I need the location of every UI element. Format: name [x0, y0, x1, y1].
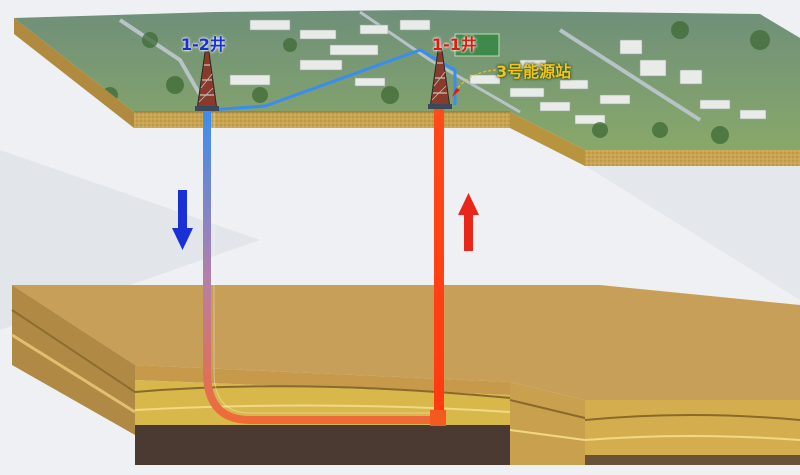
production-well-pipe	[434, 108, 444, 424]
station-pointer-line	[455, 69, 497, 91]
drilling-rig-icon	[428, 49, 452, 109]
surface-connection-line	[209, 48, 457, 112]
buildings	[229, 19, 767, 125]
well-1-1-label: 1-1井	[432, 35, 477, 54]
pipes	[203, 48, 457, 426]
surface-soil-front	[14, 18, 134, 128]
energy-station-label: 3号能源站	[496, 62, 572, 81]
ground-left-face	[12, 285, 135, 435]
soil-layer	[135, 365, 510, 395]
right-front-face	[585, 400, 800, 465]
surface-soil-front	[585, 150, 800, 166]
road	[558, 28, 702, 122]
injection-well-pipe	[203, 110, 432, 424]
well-bottom-block	[430, 410, 446, 426]
surface-soil-front	[510, 112, 585, 166]
surface-soil-front	[134, 112, 510, 128]
bedrock-layer	[135, 425, 510, 465]
drilling-rig-icon	[195, 51, 219, 111]
station-pointer-arrowhead	[452, 88, 460, 97]
sports-field	[454, 33, 500, 57]
underground-block	[11, 285, 800, 465]
ground-step-face	[510, 382, 585, 465]
surface-slab	[14, 10, 800, 166]
down-arrow-icon	[172, 190, 193, 250]
well-1-2-label: 1-2井	[181, 35, 226, 54]
up-arrow-icon	[458, 193, 479, 251]
